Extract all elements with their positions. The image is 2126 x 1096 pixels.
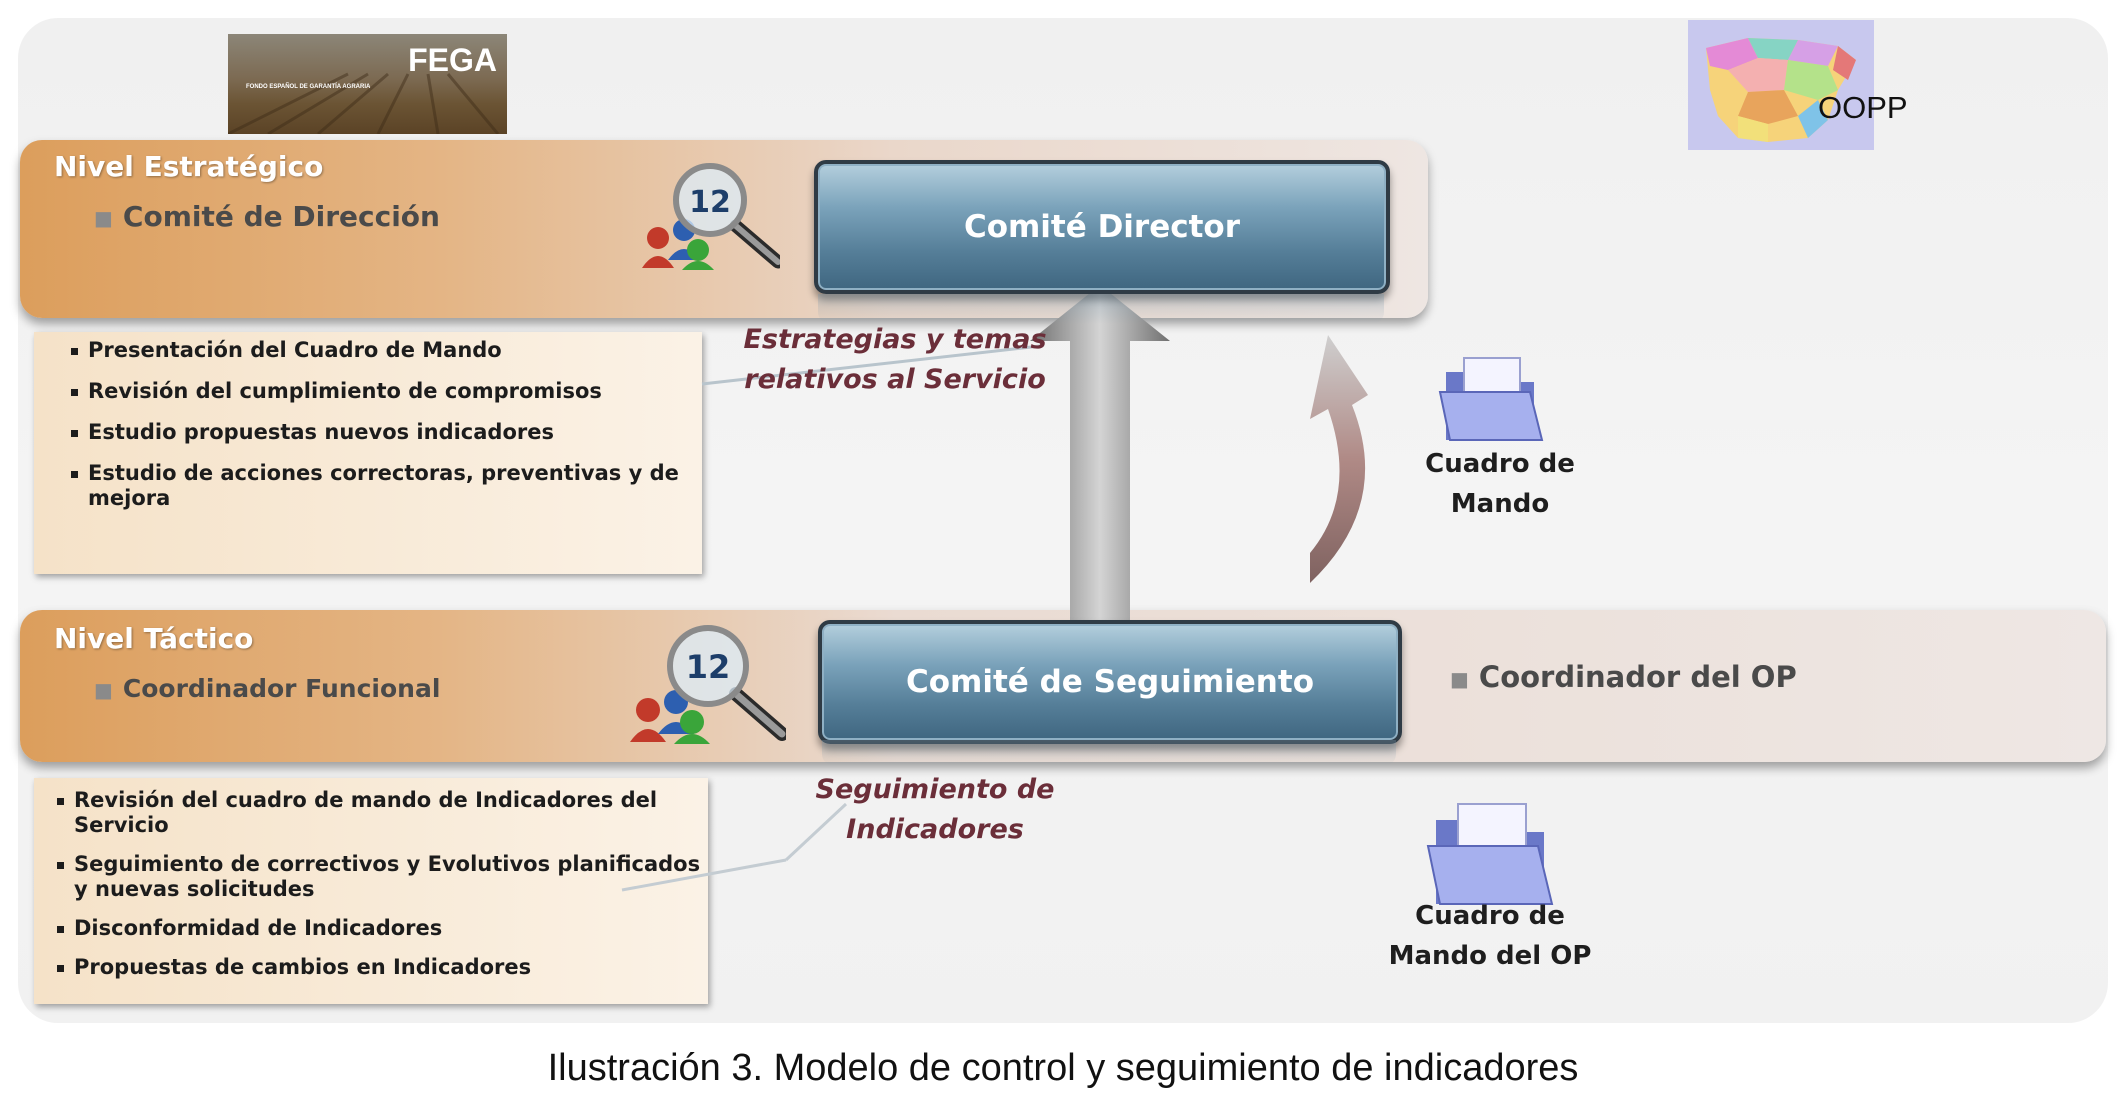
- list-item: Revisión del cumplimiento de compromisos: [71, 379, 692, 404]
- strategic-subtitle-text: Comité de Dirección: [122, 200, 440, 233]
- bullet-icon: ■: [94, 206, 113, 230]
- curved-return-arrow-icon: [1310, 335, 1368, 583]
- field-furrows-image: [228, 72, 500, 134]
- folder-icon: [1438, 357, 1544, 441]
- cuadro-de-mando-op-label: Cuadro de Mando del OP: [1370, 896, 1610, 976]
- bullet-icon: ■: [1450, 667, 1469, 691]
- magnifier-people-icon: 12: [642, 163, 780, 270]
- comite-seguimiento-box: Comité de Seguimiento: [818, 620, 1402, 744]
- strategic-level-subtitle: ■ Comité de Dirección: [94, 200, 440, 233]
- spain-regions-map-icon: [1706, 38, 1856, 142]
- spain-map-logo: OOPP: [1688, 20, 1908, 150]
- strategies-flow-label-line1: Estrategias y temas: [743, 324, 1047, 355]
- cuadro-de-mando-op-line1: Cuadro de: [1415, 901, 1565, 931]
- list-item: Presentación del Cuadro de Mando: [71, 338, 692, 363]
- fega-logo: FEGA FONDO ESPAÑOL DE GARANTÍA AGRARIA: [228, 34, 507, 134]
- fega-logo-name: FEGA: [408, 42, 497, 78]
- tactical-level-subtitle: ■ Coordinador Funcional: [94, 674, 440, 703]
- strategic-tasks-panel: Presentación del Cuadro de Mando Revisió…: [34, 332, 702, 574]
- fega-logo-subtitle: FONDO ESPAÑOL DE GARANTÍA AGRARIA: [246, 84, 371, 90]
- indicators-flow-label: Seguimiento de Indicadores: [770, 770, 1100, 850]
- list-item: Estudio de acciones correctoras, prevent…: [71, 461, 692, 511]
- icon-number: 12: [689, 185, 731, 220]
- oopp-label: OOPP: [1818, 90, 1908, 125]
- strategies-flow-label: Estrategias y temas relativos al Servici…: [730, 320, 1060, 400]
- list-item: Disconformidad de Indicadores: [57, 916, 706, 941]
- figure-caption: Ilustración 3. Modelo de control y segui…: [547, 1047, 1579, 1089]
- indicators-flow-label-line1: Seguimiento de: [815, 774, 1055, 805]
- list-item: Propuestas de cambios en Indicadores: [57, 955, 706, 980]
- indicators-flow-label-line2: Indicadores: [846, 814, 1024, 845]
- bullet-icon: ■: [94, 678, 113, 702]
- comite-seguimiento-reflection: [822, 740, 1396, 766]
- strategic-level-title: Nivel Estratégico: [54, 150, 324, 183]
- comite-director-reflection: [818, 294, 1384, 324]
- cuadro-de-mando-line1: Cuadro de: [1425, 449, 1575, 479]
- tactical-subtitle-text: Coordinador Funcional: [122, 674, 441, 703]
- magnifier-people-icon: 12: [630, 625, 786, 744]
- tactical-tasks-panel: Revisión del cuadro de mando de Indicado…: [34, 778, 708, 1004]
- list-item: Estudio propuestas nuevos indicadores: [71, 420, 692, 445]
- list-item: Seguimiento de correctivos y Evolutivos …: [57, 852, 706, 902]
- comite-director-box: Comité Director: [814, 160, 1390, 294]
- tactical-right-role: ■ Coordinador del OP: [1450, 660, 1797, 694]
- upward-flow-arrow-icon: [1030, 285, 1170, 625]
- list-item: Revisión del cuadro de mando de Indicado…: [57, 788, 706, 838]
- cuadro-de-mando-op-line2: Mando del OP: [1388, 941, 1592, 971]
- folder-icon: [1426, 803, 1554, 905]
- tactical-right-role-text: Coordinador del OP: [1478, 660, 1797, 694]
- strategies-flow-label-line2: relativos al Servicio: [744, 364, 1046, 395]
- tactical-level-title: Nivel Táctico: [54, 622, 254, 655]
- icon-number: 12: [686, 648, 731, 686]
- cuadro-de-mando-line2: Mando: [1450, 489, 1550, 519]
- cuadro-de-mando-label: Cuadro de Mando: [1400, 444, 1600, 524]
